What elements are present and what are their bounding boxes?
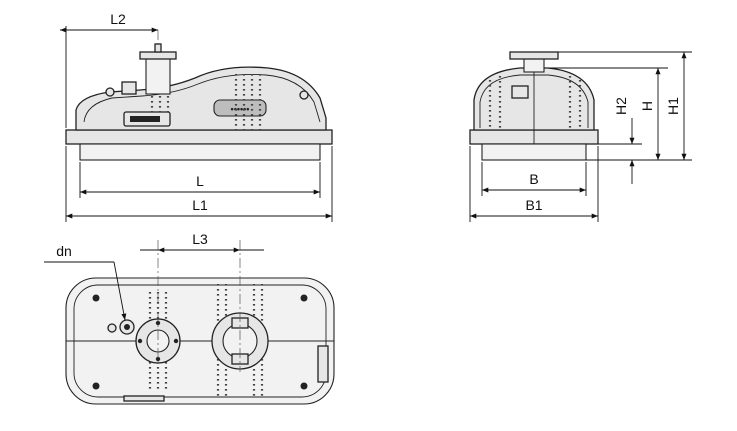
label-L: L — [196, 173, 204, 189]
side-view — [469, 51, 599, 161]
label-dn: dn — [56, 243, 72, 259]
top-view — [65, 240, 335, 405]
front-view: •••••• — [65, 30, 333, 161]
svg-text:••••••: •••••• — [231, 104, 250, 114]
side-lower-flange — [481, 143, 587, 161]
mounting-hole-icon — [300, 294, 308, 302]
label-B: B — [529, 171, 538, 187]
front-base-plate — [65, 129, 333, 145]
front-dimensions: L2 L L1 — [60, 11, 333, 222]
mounting-hole-icon — [92, 382, 100, 390]
front-lower-flange — [79, 143, 321, 161]
mounting-hole-icon — [92, 294, 100, 302]
front-knob — [121, 81, 137, 95]
top-dimensions: L3 dn — [44, 231, 264, 321]
side-shaft — [523, 57, 545, 73]
front-shaft-flange — [139, 51, 177, 60]
front-housing — [75, 66, 327, 131]
label-H2: H2 — [613, 97, 629, 115]
label-H1: H1 — [665, 97, 681, 115]
side-dimensions: B B1 H2 H H1 — [469, 51, 692, 222]
label-H: H — [639, 101, 655, 111]
side-knob — [511, 85, 529, 99]
label-L1: L1 — [192, 197, 208, 213]
top-side-tab — [317, 345, 329, 383]
label-L3: L3 — [192, 231, 208, 247]
mounting-hole-icon — [300, 382, 308, 390]
front-shaft — [145, 57, 171, 95]
side-shaft-flange — [509, 51, 559, 60]
label-L2: L2 — [110, 11, 126, 27]
label-B1: B1 — [525, 197, 542, 213]
